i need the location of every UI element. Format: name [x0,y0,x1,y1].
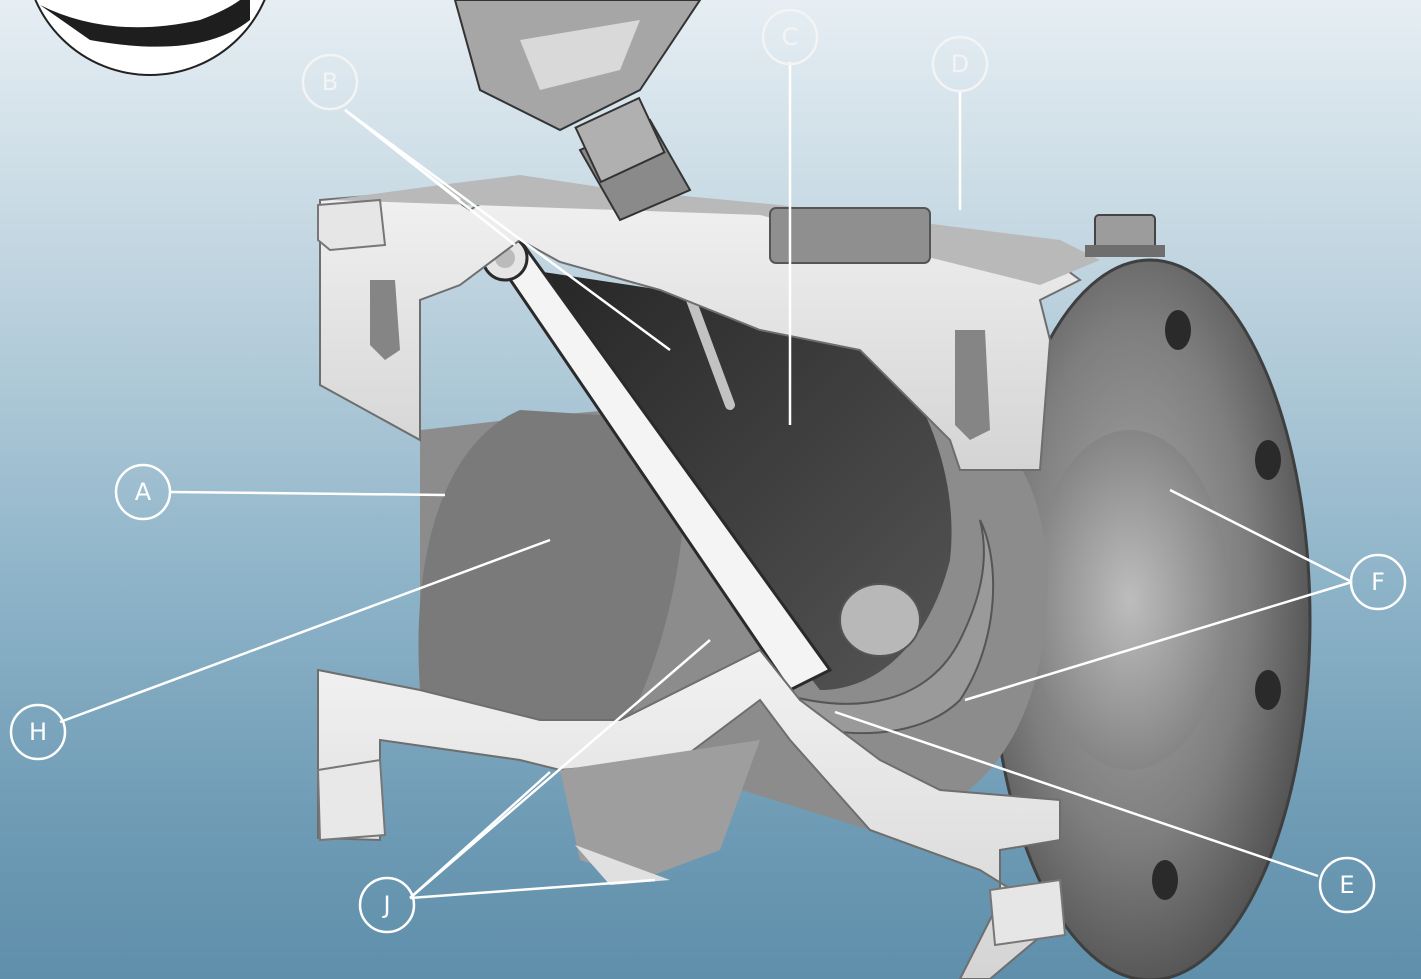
callout-c-label: C [782,23,799,51]
cavity [530,270,952,690]
callout-c: C [761,8,819,66]
callout-j-label: J [381,891,390,919]
callout-b-label: B [322,68,338,96]
seat-ring [767,519,995,735]
leader-e [834,710,1319,878]
callout-h: H [9,703,67,761]
name-plate [769,207,931,264]
bottom-body-section [317,648,1062,979]
callout-a-label: A [135,478,152,506]
callout-d-label: D [951,50,969,78]
callout-a: A [114,463,172,521]
leader-j3 [409,878,656,900]
leader-a [169,490,446,497]
callout-d: D [931,35,989,93]
indicator-assembly [453,0,702,222]
disc-stop-knob [839,583,921,657]
inlet-flange-bottom [316,758,387,842]
leader-f1 [1169,488,1353,584]
callout-j: J [358,876,416,934]
cover-bolt [1085,214,1165,257]
callout-e: E [1318,856,1376,914]
callout-h-label: H [29,718,47,746]
callout-f: F [1349,553,1407,611]
detail-inset [34,0,266,76]
leader-j1 [409,639,711,899]
inlet-bore [418,410,686,760]
leader-lines [59,62,1353,900]
callout-b: B [301,53,359,111]
leader-j2 [409,771,551,899]
leader-f2 [964,580,1353,702]
inlet-flange-top [317,198,387,252]
callout-f-label: F [1371,568,1385,596]
flange-bolt-holes [1152,310,1281,900]
outlet-bore [1030,430,1230,770]
callout-e-label: E [1339,871,1354,899]
leader-b2 [344,109,516,246]
bottom-boss [560,740,760,880]
leader-b3 [344,108,671,352]
leader-h [59,538,551,724]
